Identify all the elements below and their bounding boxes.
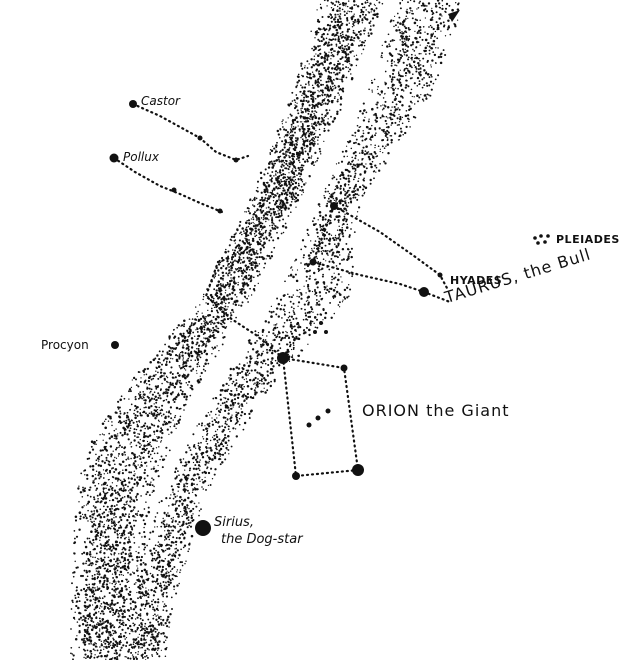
pollux-label: Pollux [123,150,159,164]
taurus-lower-horn-line [311,260,452,304]
gemini-star-d [217,208,223,214]
pollux-star [109,153,119,163]
arrow-tip [448,10,460,22]
bright-stars [109,100,550,536]
sirius-label-line1: Sirius, [214,515,254,530]
gemini-star-a [197,135,203,141]
betelgeuse-star [277,352,289,364]
taurus-star [309,258,317,266]
belt-star-2 [315,415,321,421]
pleiades-label: PLEIADES [556,233,620,246]
orion-body-outline [281,356,360,478]
hyades-star [437,272,443,278]
saiph-star [292,472,300,480]
orion-club-line [204,254,285,360]
orion-head-star-2 [313,330,317,334]
taurus-neck-line [311,204,336,264]
belt-star-1 [306,422,312,428]
pleiades-star-1 [533,236,537,240]
orion-label: ORION the Giant [362,401,510,420]
sirius-label-line2: the Dog-star [221,532,303,547]
pleiades-star-3 [536,241,540,245]
rigel-star [352,464,364,476]
pleiades-star-5 [546,234,550,238]
castor-label: Castor [141,94,180,108]
orion-head-star-1 [319,321,323,325]
pleiades-star-4 [543,240,547,244]
aldebaran-star [419,287,429,297]
procyon-star [111,341,119,349]
pleiades-star-2 [539,234,543,238]
orion-head-star-3 [324,330,328,334]
gemini-pollux-line [112,156,224,214]
sirius-star [195,520,211,536]
procyon-label: Procyon [41,338,89,352]
taurus-horn-star [330,202,338,210]
hyades-label: HYADES [450,274,503,287]
taurus-upper-horn-line [332,204,450,292]
gemini-star-c [171,187,177,193]
belt-star-3 [325,408,331,414]
milky-way-band [70,0,460,660]
bellatrix-star [340,364,348,372]
gemini-star-b [233,157,239,163]
castor-star [129,100,137,108]
